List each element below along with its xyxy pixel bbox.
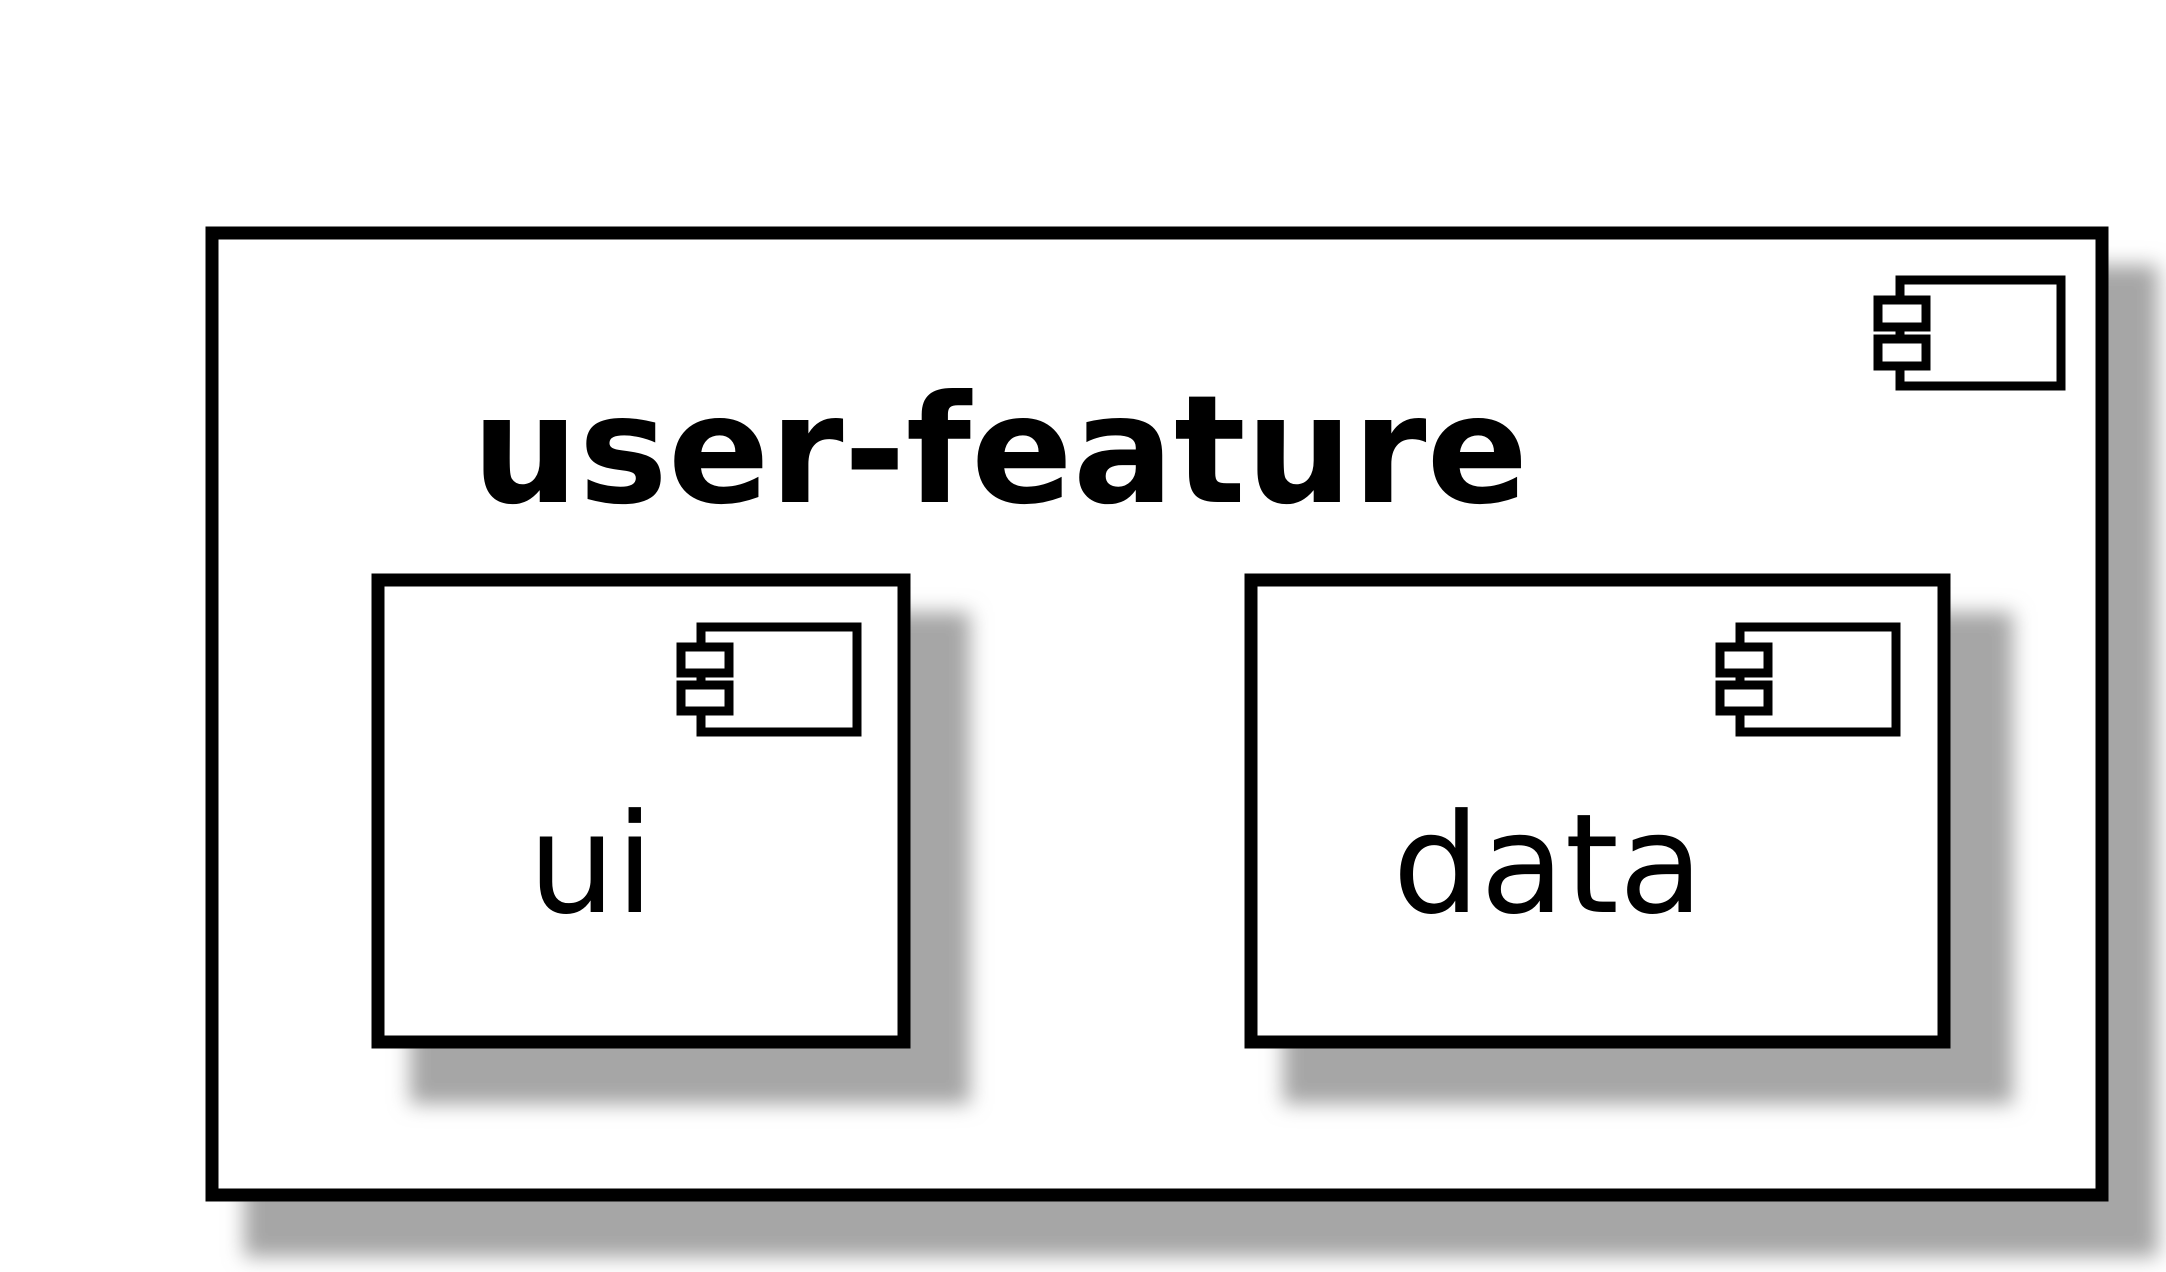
component-ui-label: ui: [528, 784, 654, 945]
component-icon: [1873, 275, 2066, 391]
component-data-label: data: [1393, 784, 1704, 945]
package-title: user-feature: [472, 364, 1528, 538]
component-data[interactable]: data: [1244, 573, 2013, 1104]
component-icon: [676, 622, 862, 737]
component-icon: [1715, 622, 1901, 737]
component-ui[interactable]: ui: [371, 573, 970, 1104]
